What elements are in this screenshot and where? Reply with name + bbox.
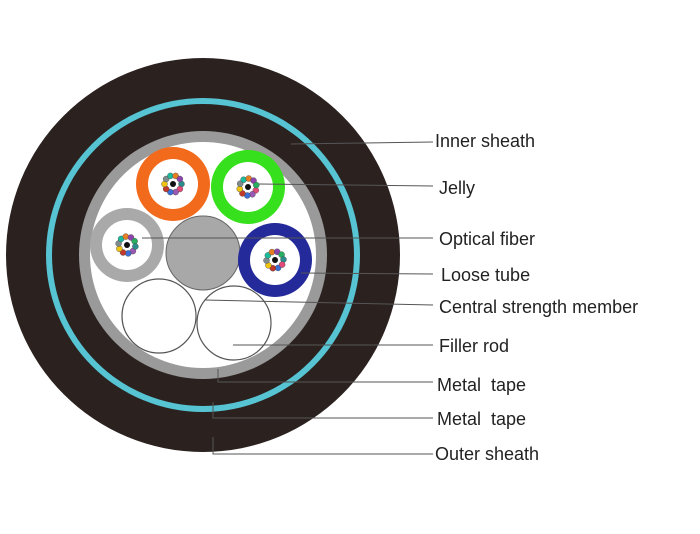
optical-fiber [272, 257, 278, 263]
optical-fiber [245, 184, 251, 190]
label-metal-tape-2: Metal tape [437, 409, 527, 429]
optical-fiber [176, 175, 184, 183]
label-central-strength-member: Central strength member [439, 297, 639, 317]
leader-loose-tube [300, 272, 434, 275]
leader-inner-sheath [290, 141, 434, 145]
optical-fiber-bundles [115, 172, 287, 272]
label-filler-rod: Filler rod [439, 336, 510, 356]
filler-rod-left [121, 278, 197, 354]
label-inner-sheath: Inner sheath [435, 131, 536, 151]
label-jelly: Jelly [439, 178, 476, 198]
optical-fiber [124, 242, 130, 248]
optical-fiber [122, 233, 129, 240]
optical-fiber [170, 181, 176, 187]
central-strength-member [165, 215, 241, 291]
leader-lines [142, 141, 434, 455]
label-loose-tube: Loose tube [441, 265, 531, 285]
leader-outer-sheath [212, 437, 433, 455]
leader-metal-tape-2 [212, 402, 433, 419]
optical-fiber [132, 243, 139, 250]
optical-fiber [253, 181, 260, 189]
label-optical-fiber: Optical fiber [439, 229, 536, 249]
label-outer-sheath: Outer sheath [435, 444, 540, 464]
optical-fiber [278, 261, 286, 268]
leader-metal-tape-1 [217, 369, 433, 383]
leader-jelly [258, 183, 434, 187]
optical-fiber [125, 250, 132, 257]
filler-rod-right [196, 285, 272, 361]
leader-central-strength-member [204, 299, 434, 306]
label-metal-tape-1: Metal tape [437, 375, 527, 395]
